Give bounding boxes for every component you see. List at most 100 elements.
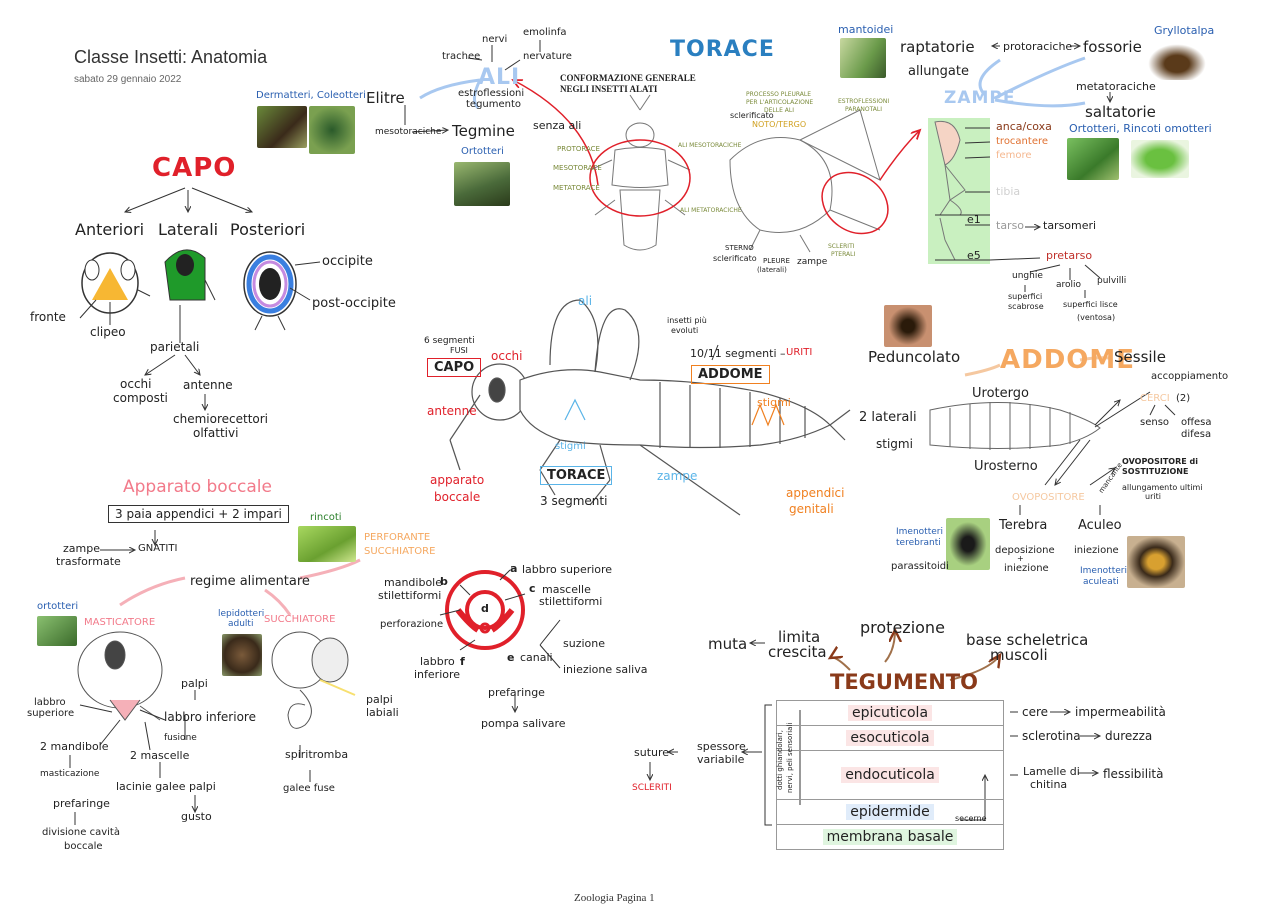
label-base-scheletrica: base scheletrica — [966, 631, 1089, 649]
label-processo-1: PROCESSO PLEURALE — [746, 91, 812, 98]
head-anterior-drawing — [81, 252, 151, 314]
label-ali-meso: ALI MESOTORACICHE — [678, 142, 742, 149]
butterfly-photo — [222, 634, 262, 676]
label-allungate: allungate — [908, 64, 969, 79]
label-tegmine: Tegmine — [452, 122, 515, 140]
label-imen-ter-1: Imenotteri — [896, 527, 943, 537]
corpo-stigmi-addome: stigmi — [757, 396, 791, 409]
label-ovo-sost-2: SOSTITUZIONE — [1122, 467, 1189, 476]
label-clipeo: clipeo — [90, 325, 126, 339]
label-succhiatore: SUCCHIATORE — [264, 614, 336, 625]
label-b-stilettiformi: stilettiformi — [378, 589, 442, 602]
corpo-antenne: antenne — [427, 404, 477, 418]
label-spiritromba: spiritromba — [285, 748, 349, 761]
earwig-photo — [257, 106, 307, 148]
capo-group-anteriori: Anteriori — [75, 220, 145, 239]
label-scleriti-2: PTERALI — [831, 251, 856, 258]
boccale-title: Apparato boccale — [123, 477, 272, 497]
label-raptatorie: raptatorie — [900, 38, 975, 56]
label-e5: e5 — [967, 249, 981, 262]
label-zampe-torace: zampe — [797, 257, 828, 267]
torace-title: TORACE — [670, 37, 775, 62]
corpo-apparato-1: apparato — [430, 473, 485, 487]
label-prefaringe-bocca: prefaringe — [53, 797, 110, 810]
label-processo-3: DELLE ALI — [764, 107, 795, 114]
orthopteran-photo — [37, 616, 77, 646]
label-pleure: PLEURE — [763, 257, 790, 265]
label-tibia: tibia — [996, 185, 1021, 198]
tegumento-title: TEGUMENTO — [830, 670, 978, 694]
label-ovopositore: OVOPOSITORE — [1012, 492, 1085, 503]
stiletto-letter-a: a — [510, 562, 518, 575]
label-sessile: Sessile — [1114, 348, 1166, 366]
label-parassitoidi: parassitoidi — [891, 561, 949, 572]
label-ortotteri-bocca: ortotteri — [37, 601, 79, 612]
corpo-stigmi-torace: stigmi — [555, 441, 586, 452]
label-prefaringe-stiletti: prefaringe — [488, 686, 545, 699]
label-parietali: parietali — [150, 340, 200, 354]
label-imen-ac-2: aculeati — [1083, 577, 1119, 587]
label-plus: + — [1017, 554, 1024, 563]
label-galee-fuse: galee fuse — [283, 783, 335, 794]
label-elitre: Elitre — [366, 89, 405, 107]
label-scleriti-teg: SCLERITI — [632, 783, 672, 793]
label-flessibilita: flessibilità — [1103, 767, 1164, 781]
tegumento-layers-table: epicuticola esocuticola endocuticola epi… — [776, 700, 1004, 850]
label-fronte: fronte — [30, 310, 66, 324]
leg-drawing — [934, 120, 966, 261]
label-trachee: trachee — [442, 51, 481, 62]
capo-group-laterali: Laterali — [158, 220, 219, 239]
layer-epidermide: epidermide — [777, 800, 1003, 825]
label-estro-par-2: PARANOTALI — [845, 106, 882, 113]
label-senza-ali: senza ali — [533, 119, 582, 132]
label-c-mascelle: mascelle — [542, 583, 591, 596]
corpo-insetti-piu: insetti più — [667, 316, 707, 325]
label-pretarso: pretarso — [1046, 249, 1093, 262]
label-femore: femore — [996, 150, 1032, 161]
layer-epicuticola: epicuticola — [777, 701, 1003, 726]
capo-title: CAPO — [152, 153, 237, 183]
label-chemiorecettori: chemiorecettori — [173, 412, 269, 426]
mouthparts-cross-section — [445, 570, 525, 650]
label-anca-coxa: anca/coxa — [996, 120, 1052, 133]
label-masticatore: MASTICATORE — [84, 617, 156, 628]
beetle-photo — [309, 106, 355, 154]
aphids-photo — [298, 526, 356, 562]
layer-membrana-basale: membrana basale — [777, 825, 1003, 849]
label-olfattivi: olfattivi — [193, 426, 239, 440]
label-rincoti: rincoti — [310, 512, 342, 523]
label-lamelle: Lamelle di — [1023, 765, 1080, 778]
label-impermeabilita: impermeabilità — [1075, 705, 1166, 719]
abdomen-drawing — [929, 402, 1101, 450]
label-pleure-laterali: (laterali) — [757, 266, 787, 274]
label-perforante: PERFORANTE — [364, 532, 431, 543]
label-limita: limita — [778, 628, 821, 646]
label-sterno: STERNO — [725, 244, 754, 252]
label-gnatiti: GNATITI — [138, 543, 178, 554]
label-crescita: crescita — [768, 643, 827, 661]
mole-cricket-photo — [1148, 44, 1206, 80]
label-difesa: difesa — [1181, 429, 1212, 440]
corpo-6-segmenti: 6 segmenti — [424, 336, 475, 346]
label-dotti-2: nervi, peli sensoriali — [786, 722, 794, 793]
label-c-stilettiformi: stilettiformi — [539, 595, 603, 608]
label-labbro-inf: labbro inferiore — [164, 710, 256, 724]
label-mantoidei: mantoidei — [838, 23, 894, 36]
mantis-photo — [840, 38, 886, 78]
label-imen-ter-2: terebranti — [896, 538, 941, 548]
label-spessore: spessore — [697, 740, 746, 753]
aculeate-wasp-photo — [1127, 536, 1185, 588]
label-trasformate: trasformate — [56, 555, 121, 568]
corpo-capo-box: CAPO — [427, 358, 482, 377]
ali-title: ALI — [478, 65, 521, 90]
layer-epidermide-label: epidermide — [846, 804, 934, 820]
label-ovo-all-1: allungamento ultimi — [1122, 483, 1203, 492]
label-ovo-all-2: uriti — [1145, 492, 1161, 501]
label-a-labbro-sup: labbro superiore — [522, 563, 613, 576]
label-estroflessioni: estroflessioni — [458, 88, 525, 99]
label-arolio: arolio — [1056, 280, 1082, 290]
parasitoid-wasp-photo — [946, 518, 990, 570]
label-saltatorie: saltatorie — [1085, 103, 1156, 121]
label-superfici-lisce: superfici lisce — [1063, 300, 1118, 309]
label-palpi-labiali-2: labiali — [366, 706, 399, 719]
